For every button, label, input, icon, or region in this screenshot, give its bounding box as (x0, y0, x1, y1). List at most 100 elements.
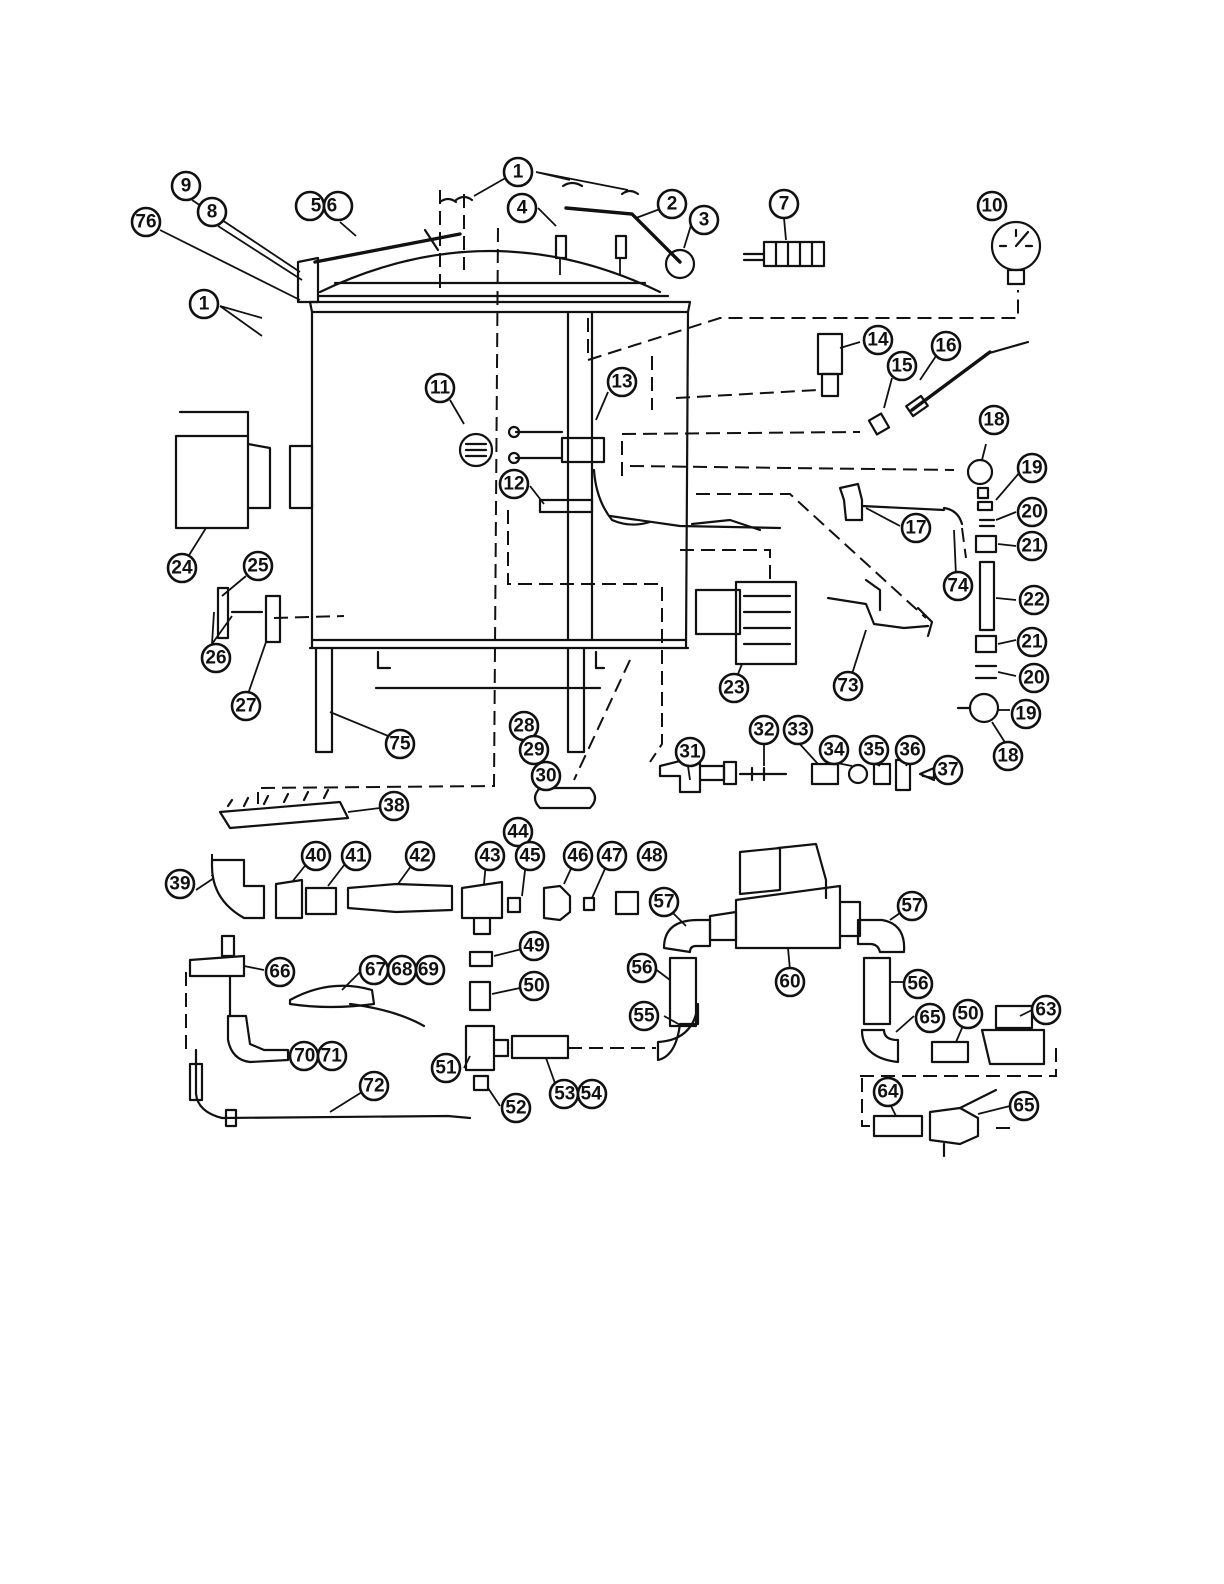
callout-37: 37 (934, 756, 962, 784)
callout-15: 15 (888, 352, 916, 380)
callout-26: 26 (202, 644, 230, 672)
svg-text:41: 41 (345, 846, 367, 867)
svg-text:29: 29 (523, 740, 544, 761)
svg-text:2: 2 (667, 194, 678, 215)
svg-text:34: 34 (823, 740, 845, 761)
svg-text:30: 30 (535, 766, 556, 787)
svg-text:39: 39 (169, 874, 190, 895)
svg-text:63: 63 (1035, 1000, 1056, 1021)
callout-7: 7 (770, 190, 798, 218)
callout-4: 4 (508, 194, 536, 222)
svg-text:38: 38 (383, 796, 404, 817)
svg-text:55: 55 (633, 1006, 655, 1027)
callout-21-lower: 21 (1018, 628, 1046, 656)
callout-47: 47 (598, 842, 626, 870)
callout-53-54: 53 54 (550, 1080, 606, 1108)
svg-text:72: 72 (363, 1076, 384, 1097)
callout-75: 75 (386, 730, 414, 758)
svg-text:50: 50 (957, 1004, 978, 1025)
svg-text:32: 32 (753, 720, 774, 741)
callout-3: 3 (690, 206, 718, 234)
callout-19: 19 (1018, 454, 1046, 482)
svg-text:11: 11 (430, 378, 451, 399)
svg-text:16: 16 (935, 336, 956, 357)
callout-13: 13 (608, 368, 636, 396)
svg-text:8: 8 (207, 202, 218, 223)
svg-text:25: 25 (247, 556, 269, 577)
svg-text:19: 19 (1021, 458, 1042, 479)
svg-text:60: 60 (779, 972, 800, 993)
svg-text:20: 20 (1021, 502, 1042, 523)
svg-text:75: 75 (389, 734, 411, 755)
callout-20: 20 (1018, 498, 1046, 526)
callout-9: 9 (172, 172, 200, 200)
svg-text:51: 51 (435, 1058, 457, 1079)
svg-text:64: 64 (877, 1082, 899, 1103)
callout-70-71: 70 71 (290, 1042, 346, 1070)
callout-67-68-69: 67 68 69 (360, 956, 444, 984)
svg-text:49: 49 (523, 936, 544, 957)
svg-text:28: 28 (513, 716, 534, 737)
svg-text:42: 42 (409, 846, 430, 867)
svg-text:5 6: 5 6 (311, 196, 337, 217)
callout-30: 30 (532, 762, 560, 790)
callout-66: 66 (266, 958, 294, 986)
callout-73: 73 (834, 672, 862, 700)
callout-5-6: 5 6 (296, 192, 352, 220)
callout-19-lower: 19 (1012, 700, 1040, 728)
svg-text:14: 14 (867, 330, 889, 351)
callout-65-right: 65 (916, 1004, 944, 1032)
callout-16: 16 (932, 332, 960, 360)
svg-text:65: 65 (1013, 1096, 1035, 1117)
callout-72: 72 (360, 1072, 388, 1100)
svg-text:22: 22 (1023, 590, 1044, 611)
callout-52: 52 (502, 1094, 530, 1122)
svg-text:18: 18 (983, 410, 1004, 431)
callout-14: 14 (864, 326, 892, 354)
svg-text:18: 18 (997, 746, 1018, 767)
svg-text:74: 74 (947, 576, 969, 597)
svg-text:57: 57 (901, 896, 922, 917)
callout-50: 50 (520, 972, 548, 1000)
callout-31: 31 (676, 738, 704, 766)
svg-text:47: 47 (601, 846, 622, 867)
callout-23: 23 (720, 674, 748, 702)
callout-57: 57 (650, 888, 678, 916)
callout-38: 38 (380, 792, 408, 820)
callout-1-left: 1 (190, 290, 218, 318)
callout-74: 74 (944, 572, 972, 600)
svg-text:17: 17 (905, 518, 926, 539)
callout-56: 56 (628, 954, 656, 982)
svg-text:44: 44 (507, 822, 529, 843)
callout-10: 10 (978, 192, 1006, 220)
callout-36: 36 (896, 736, 924, 764)
callout-41: 41 (342, 842, 370, 870)
svg-text:48: 48 (641, 846, 662, 867)
callout-46: 46 (564, 842, 592, 870)
callout-60: 60 (776, 968, 804, 996)
callout-21: 21 (1018, 532, 1046, 560)
svg-text:53 54: 53 54 (554, 1084, 602, 1105)
svg-text:1: 1 (513, 162, 524, 183)
svg-text:23: 23 (723, 678, 744, 699)
callout-55: 55 (630, 1002, 658, 1030)
svg-text:3: 3 (699, 210, 710, 231)
svg-text:15: 15 (891, 356, 913, 377)
callout-51: 51 (432, 1054, 460, 1082)
callout-8: 8 (198, 198, 226, 226)
callout-27: 27 (232, 692, 260, 720)
svg-text:66: 66 (269, 962, 290, 983)
svg-text:40: 40 (305, 846, 326, 867)
svg-text:1: 1 (199, 294, 210, 315)
callout-33: 33 (784, 716, 812, 744)
svg-text:27: 27 (235, 696, 256, 717)
svg-text:12: 12 (503, 474, 524, 495)
callout-29: 29 (520, 736, 548, 764)
callout-64: 64 (874, 1078, 902, 1106)
callout-65: 65 (1010, 1092, 1038, 1120)
svg-text:56: 56 (907, 974, 928, 995)
callout-32: 32 (750, 716, 778, 744)
svg-text:67 68 69: 67 68 69 (365, 960, 439, 981)
svg-text:52: 52 (505, 1098, 526, 1119)
